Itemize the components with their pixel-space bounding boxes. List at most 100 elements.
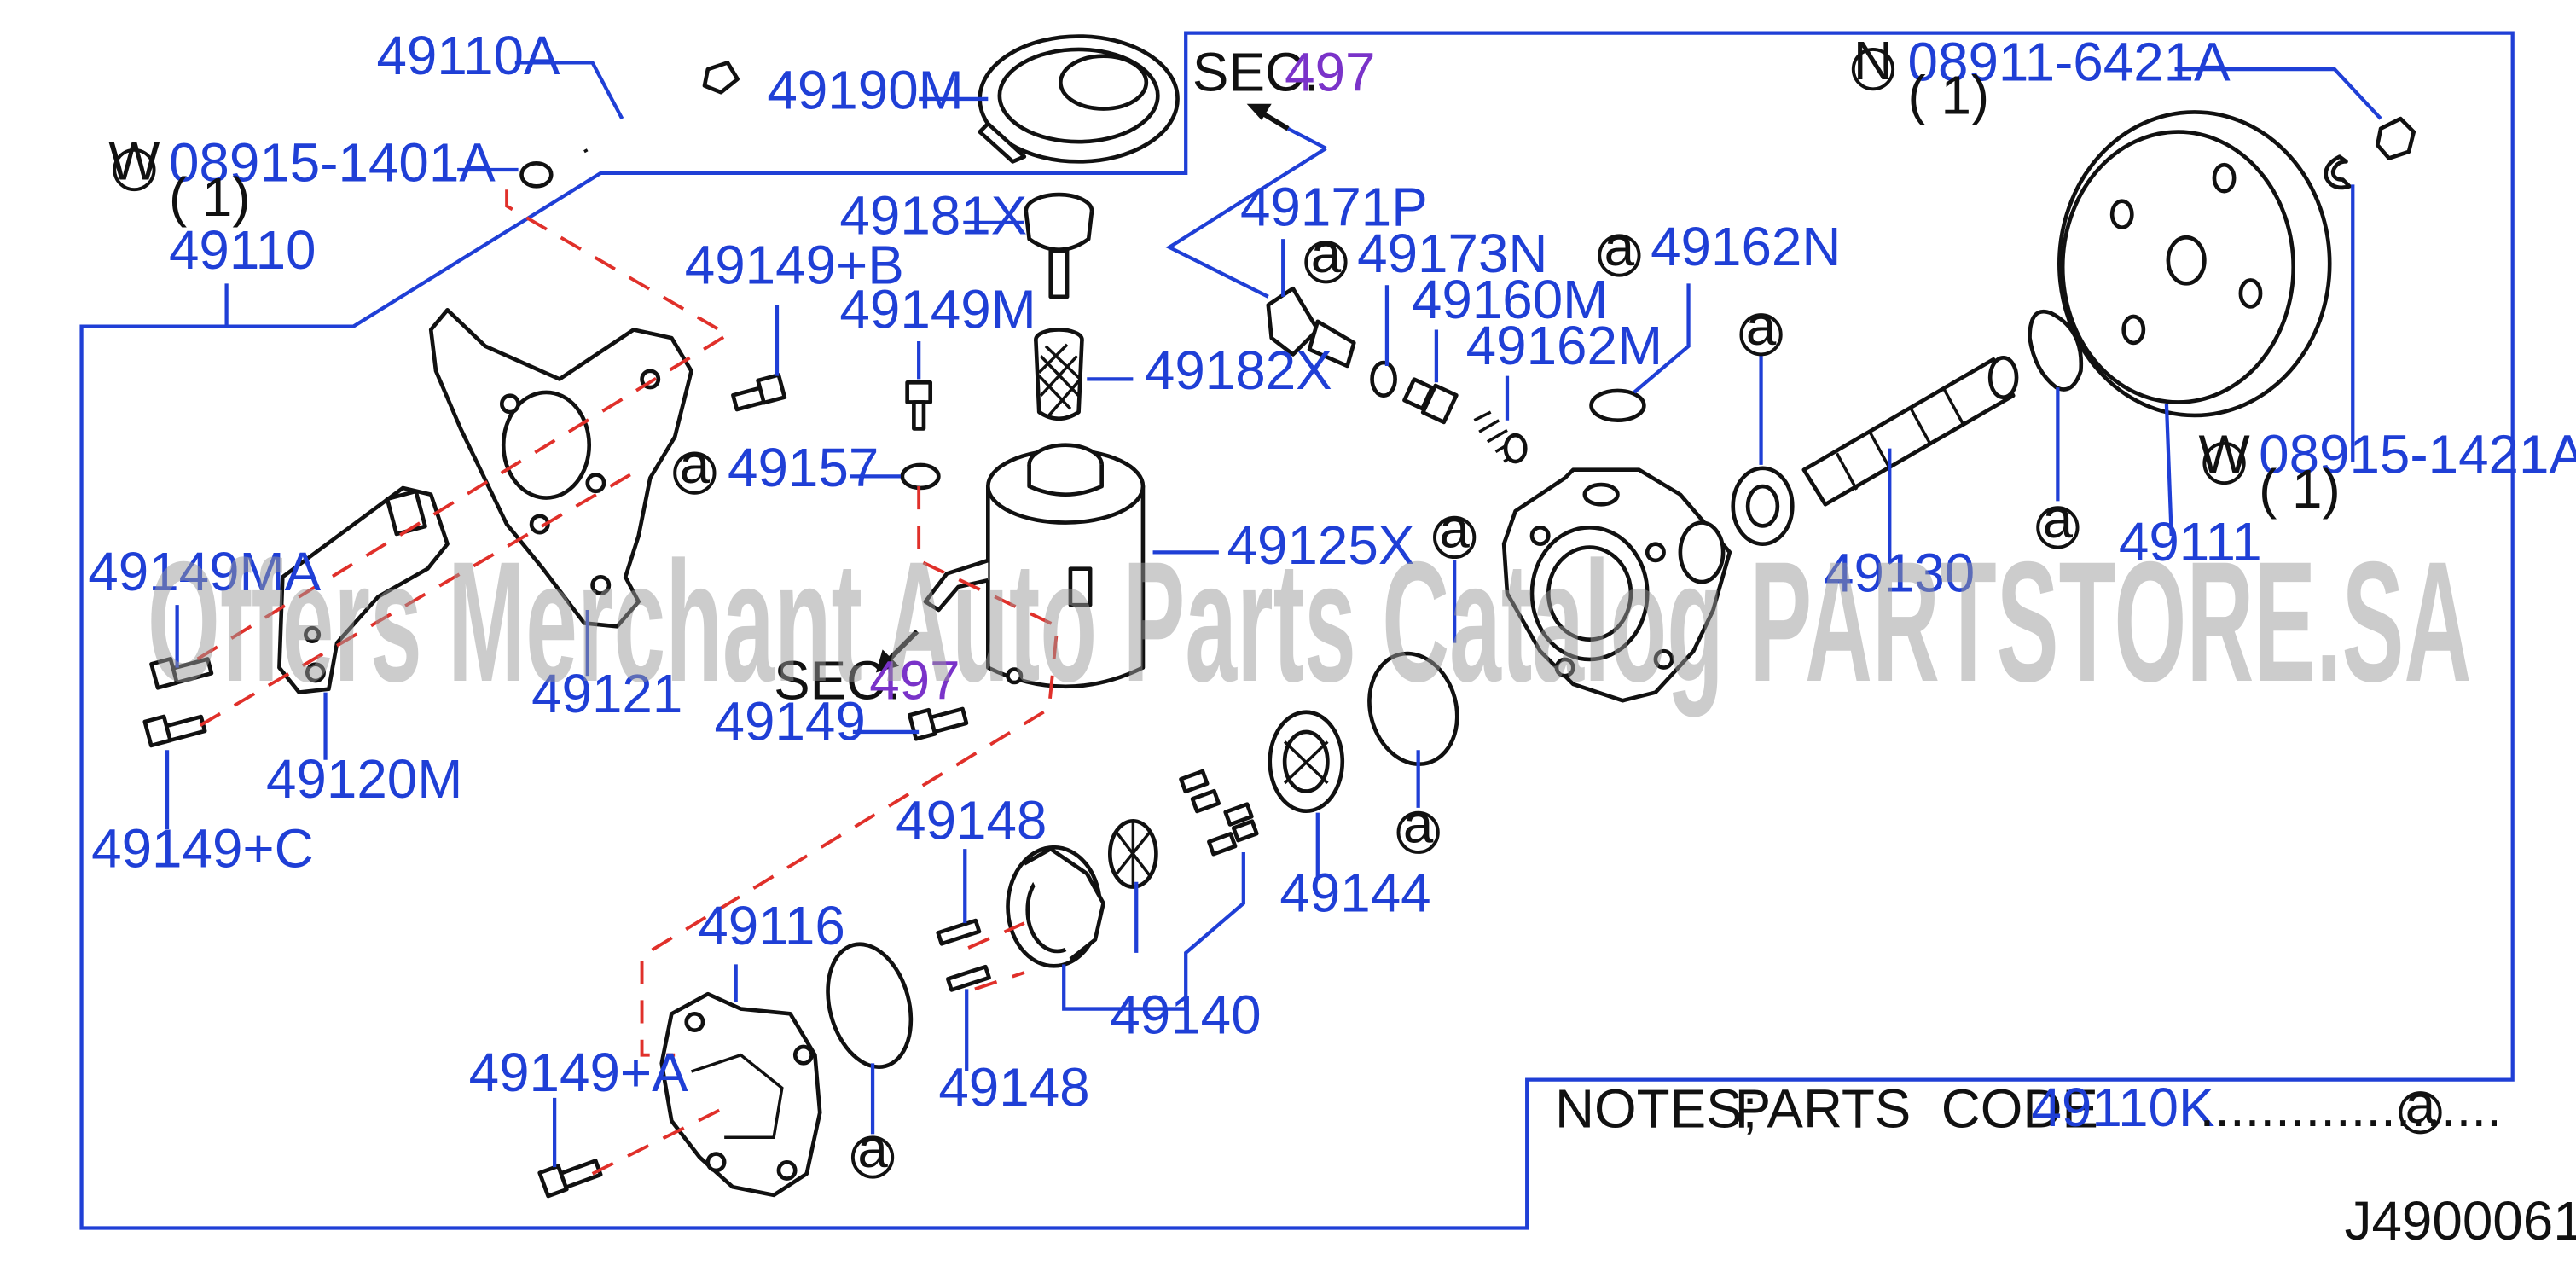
label-49190m[interactable]: 49190M	[767, 60, 963, 121]
cap-49190m[interactable]	[978, 34, 1180, 164]
symbol-a: a	[1311, 223, 1342, 284]
clip-08915-1421a[interactable]	[2324, 154, 2352, 190]
label-sec-top: SEC.	[1192, 41, 1320, 102]
label-49130[interactable]: 49130	[1824, 543, 1975, 604]
notes-block: NOTES; PARTS CODE 49110K ...............…	[1555, 1077, 2502, 1140]
label-49173n[interactable]: 49173N	[1357, 223, 1547, 284]
bolt-49149b[interactable]	[731, 373, 787, 412]
part-labels: 49110A 49190M SEC. 497 08915-1401A ( 1) …	[88, 25, 2576, 1118]
bracket-49120m[interactable]	[277, 485, 450, 694]
symbol-circles	[113, 48, 2442, 1179]
gasket-49116[interactable]	[815, 935, 924, 1077]
reservoir-cap-49181x[interactable]	[1024, 192, 1094, 299]
symbol-a: a	[1403, 793, 1434, 854]
leader-lines	[165, 61, 2382, 1168]
phantom-line	[199, 468, 640, 727]
spring-49162m[interactable]	[1473, 410, 1528, 464]
label-49111[interactable]: 49111	[2119, 511, 2262, 572]
bolt-49149ma[interactable]	[149, 656, 214, 690]
label-08915-1401a[interactable]: 08915-1401A	[169, 132, 496, 194]
symbol-a: a	[1439, 498, 1470, 560]
washer-08915-1401a[interactable]	[519, 160, 554, 189]
label-49120m[interactable]: 49120M	[266, 748, 462, 810]
valve-49160m[interactable]	[1402, 377, 1459, 425]
label-49149c[interactable]: 49149+C	[91, 817, 314, 879]
symbol-a: a	[1746, 295, 1777, 357]
label-sec-mid: SEC.	[774, 649, 901, 711]
shaft-49130[interactable]	[1731, 355, 2019, 546]
reservoir-49125x[interactable]	[923, 443, 1146, 689]
label-49157[interactable]: 49157	[728, 437, 879, 498]
notes-code[interactable]: 49110K	[2031, 1077, 2214, 1138]
label-49182x[interactable]: 49182X	[1145, 340, 1332, 401]
label-49149m[interactable]: 49149M	[839, 279, 1036, 340]
label-08915-1421a[interactable]: 08915-1421A	[2259, 424, 2576, 485]
label-49171p[interactable]: 49171P	[1240, 177, 1428, 238]
label-49162n[interactable]: 49162N	[1651, 216, 1841, 277]
label-49160m[interactable]: 49160M	[1412, 269, 1608, 330]
watermark: Offers Merchant Auto Parts Catalog PARTS…	[148, 526, 2472, 717]
label-qty: ( 1)	[1908, 64, 1990, 125]
symbol-a: a	[2043, 488, 2074, 549]
pins-49148[interactable]	[936, 918, 991, 992]
notes-label: NOTES;	[1555, 1078, 1757, 1140]
label-49149a[interactable]: 49149+A	[469, 1042, 689, 1103]
nut-08911-6421a[interactable]	[2375, 116, 2416, 160]
bracket-49121[interactable]	[428, 307, 693, 629]
symbol-a: a	[857, 1118, 888, 1179]
symbol-w: W	[2198, 424, 2249, 485]
sec-arrowhead-mid	[875, 649, 899, 673]
bolt-49149a[interactable]	[537, 1159, 603, 1199]
symbol-letters: W a a a a a a a a N W a	[108, 30, 2435, 1179]
label-08911-6421a[interactable]: 08911-6421A	[1908, 32, 2231, 93]
o-ring-49173n[interactable]	[1370, 360, 1397, 398]
phantom-line	[640, 486, 1059, 1057]
pulley-49111[interactable]	[2057, 110, 2332, 418]
rotor-49140[interactable]	[1107, 818, 1158, 889]
label-49149ma[interactable]: 49149MA	[88, 541, 321, 602]
label-49181x[interactable]: 49181X	[839, 184, 1027, 246]
phantom-line	[591, 1106, 726, 1176]
label-sec-top-num[interactable]: 497	[1285, 41, 1375, 102]
label-49140[interactable]: 49140	[1110, 984, 1261, 1046]
washer-49157[interactable]	[900, 462, 941, 491]
bolt-49149c[interactable]	[142, 714, 207, 748]
label-49162m[interactable]: 49162M	[1466, 315, 1662, 376]
fitting-49171p[interactable]	[1266, 286, 1356, 369]
plate-49144[interactable]	[1268, 710, 1345, 814]
phantom-line	[195, 189, 731, 661]
label-49144[interactable]: 49144	[1279, 862, 1430, 924]
assembly-border	[79, 31, 2515, 1230]
label-49121[interactable]: 49121	[531, 663, 682, 724]
label-49125x[interactable]: 49125X	[1227, 514, 1415, 576]
phantom-line	[967, 921, 1025, 991]
notes-dots: ....................	[2200, 1077, 2502, 1138]
label-qty: ( 1)	[2259, 458, 2341, 520]
gasket-49144[interactable]	[1357, 643, 1469, 774]
vanes-49140[interactable]	[1179, 769, 1259, 857]
label-qty: ( 1)	[169, 166, 251, 228]
strainer-49182x[interactable]	[1034, 328, 1084, 421]
label-49149b[interactable]: 49149+B	[685, 234, 904, 295]
label-49116[interactable]: 49116	[698, 895, 845, 956]
cover-49116[interactable]	[659, 991, 822, 1198]
sec-arrow-mid	[884, 630, 920, 665]
label-49148[interactable]: 49148	[938, 1057, 1089, 1118]
label-49110[interactable]: 49110	[169, 219, 316, 281]
label-49149[interactable]: 49149	[715, 691, 866, 752]
symbol-a: a	[1604, 216, 1635, 277]
cam-ring-49140[interactable]	[1006, 845, 1105, 968]
label-49110a[interactable]: 49110A	[376, 25, 560, 86]
diagram-id: J4900061	[2345, 1190, 2576, 1251]
label-sec-mid-num[interactable]: 497	[869, 649, 960, 711]
bolt-49110a[interactable]	[583, 61, 740, 154]
parts-code-label: PARTS CODE	[1735, 1078, 2098, 1140]
pump-body[interactable]	[1501, 467, 1732, 703]
symbol-a: a	[680, 433, 711, 495]
symbol-w: W	[108, 131, 160, 192]
sec-arrowhead-top	[1246, 103, 1272, 121]
bolt-49149m[interactable]	[905, 380, 933, 431]
label-49148[interactable]: 49148	[896, 790, 1047, 851]
plug-49162n[interactable]	[1589, 388, 1646, 423]
